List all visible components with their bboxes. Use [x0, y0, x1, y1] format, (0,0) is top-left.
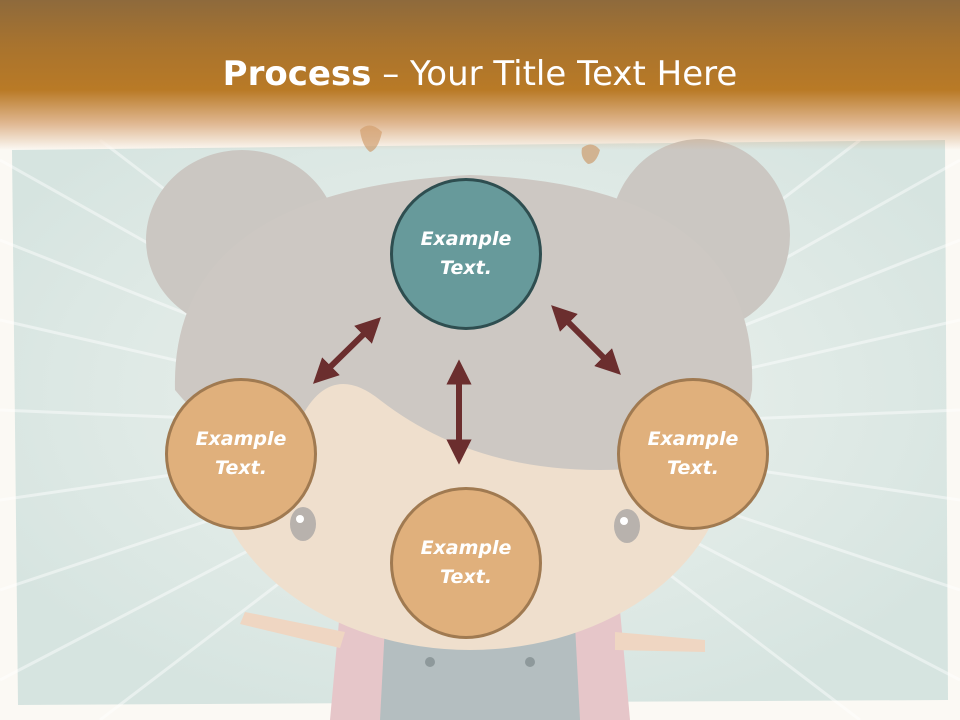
left-eye [290, 507, 316, 541]
node-top-line1: Example [420, 228, 512, 250]
slide-title: Process – Your Title Text Here [0, 52, 960, 96]
title-separator: – [371, 54, 411, 94]
node-bottom-line2: Text. [440, 566, 492, 588]
node-right-line2: Text. [667, 457, 719, 479]
node-top-line2: Text. [440, 257, 492, 279]
left-arm [240, 612, 345, 648]
node-bottom-line1: Example [420, 537, 512, 559]
right-eye [614, 509, 640, 543]
arrow-top-left [313, 317, 381, 384]
title-bold: Process [222, 54, 372, 94]
arrow-top-right [551, 305, 621, 375]
title-band [0, 0, 960, 150]
title-rest: Your Title Text Here [410, 54, 738, 94]
overalls [380, 625, 580, 720]
node-right-line1: Example [647, 428, 739, 450]
right-arm [615, 632, 705, 652]
node-left-line2: Text. [215, 457, 267, 479]
node-left-line1: Example [195, 428, 287, 450]
